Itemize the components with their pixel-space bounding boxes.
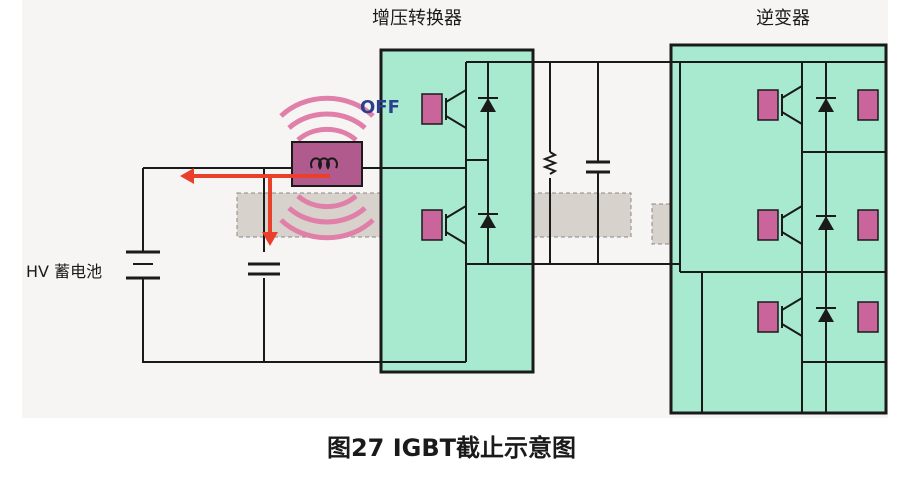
figure-caption: 图27 IGBT截止示意图: [326, 434, 577, 462]
filter-capacitor: [248, 262, 280, 276]
bus-capacitor: [586, 160, 610, 174]
inductor: [542, 151, 558, 175]
inverter-igbt-2: [757, 205, 879, 245]
boost-converter-label: 增压转换器: [372, 8, 462, 29]
current-flow-arrows: [180, 168, 330, 246]
battery-label: HV 蓄电池: [26, 262, 103, 281]
inverter-igbt-1: [757, 85, 879, 125]
inverter-igbt-3: [757, 297, 879, 337]
magnetic-field-rings: [279, 95, 375, 241]
dashed-band-right: [651, 203, 673, 245]
boost-upper-igbt: [421, 89, 467, 129]
wiring: [142, 61, 886, 413]
battery-symbol: [126, 250, 160, 280]
boost-lower-diode: [478, 213, 498, 228]
boost-lower-igbt: [421, 205, 467, 245]
boost-upper-diode: [478, 97, 498, 112]
off-status-label: OFF: [360, 97, 400, 118]
inverter-label: 逆变器: [756, 8, 810, 29]
reactor: [291, 141, 363, 187]
